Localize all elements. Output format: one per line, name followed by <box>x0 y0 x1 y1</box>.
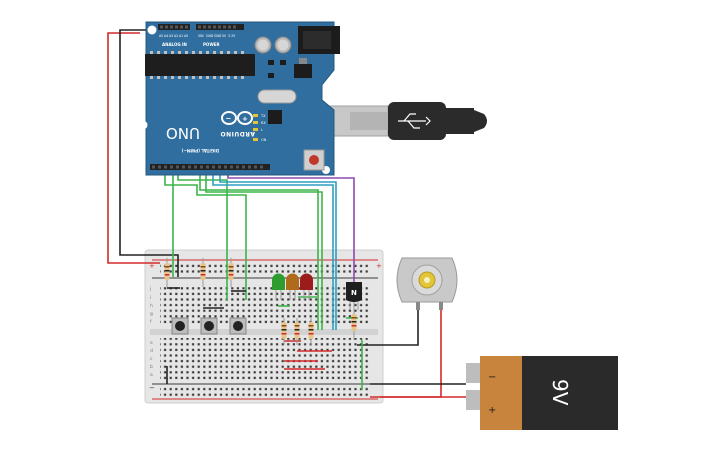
wire-green-5 <box>205 170 323 330</box>
bottom-rail-holes <box>160 386 370 397</box>
plus-label-top: + <box>149 262 155 270</box>
svg-text:+: + <box>242 115 248 123</box>
minus-label-bottom: − <box>149 384 155 392</box>
resistor <box>164 258 170 287</box>
leds <box>272 273 313 300</box>
bottom-terminal-holes <box>160 338 370 380</box>
row-letter-h: h <box>150 303 153 309</box>
row-letter-b: b <box>150 364 153 370</box>
resistor <box>308 318 314 345</box>
reset-button[interactable] <box>303 149 325 171</box>
led-rx-label: RX <box>261 121 266 125</box>
dc-motor <box>396 257 458 310</box>
resistor <box>294 318 300 345</box>
pin-label-a1: A1 <box>179 34 183 38</box>
led-l-label: L <box>261 128 263 132</box>
top-terminal-holes <box>160 284 370 326</box>
pin-label-a2: A2 <box>174 34 178 38</box>
wire-green-3 <box>164 170 247 300</box>
header-analog <box>158 24 190 30</box>
usb-cable <box>319 102 487 140</box>
pin-label-a3: A3 <box>169 34 173 38</box>
battery-body <box>522 356 618 430</box>
led-orange <box>286 273 299 300</box>
digital-pwm-label: DIGITAL (PWM~) <box>181 148 219 153</box>
battery-neg-label: − <box>488 372 496 383</box>
battery-9v: − + 9V <box>466 356 618 430</box>
row-letter-e: e <box>150 341 153 346</box>
transistor: N <box>346 282 362 310</box>
battery-pos-label: + <box>488 405 496 416</box>
atmega-chip <box>145 54 255 76</box>
led-green <box>272 273 285 300</box>
led-red <box>300 273 313 300</box>
resistor <box>351 308 357 340</box>
top-rail-holes <box>160 263 370 275</box>
pin-label-a4: A4 <box>164 34 168 38</box>
pin-label-3v3: 3.3V <box>228 34 236 38</box>
pin-label-5v: 5V <box>222 34 227 38</box>
resistor <box>228 258 234 287</box>
battery-voltage-label: 9V <box>548 379 572 406</box>
power-wires <box>107 29 466 398</box>
header-digital <box>150 164 270 170</box>
pin-label-a5: A5 <box>159 34 163 38</box>
arduino-model: UNO <box>166 124 200 142</box>
pin-label-gnd-2: GND <box>214 34 222 38</box>
battery-terminal-cap <box>480 356 522 430</box>
breadboard-jumpers <box>166 287 358 384</box>
arduino-brand: ARDUINO <box>220 130 255 137</box>
push-button[interactable] <box>171 317 189 335</box>
led-tx-label: TX <box>260 114 266 118</box>
wire-motor-collector <box>357 309 419 346</box>
svg-text:−: − <box>226 115 232 123</box>
row-letter-j: j <box>149 286 151 292</box>
breadboard: + − + j i h g f e d c b a <box>144 249 384 404</box>
wire-teal-1 <box>212 170 334 330</box>
arduino-logo: − + <box>221 111 253 125</box>
pin-label-gnd: GND <box>206 34 214 38</box>
wire-green-4 <box>199 170 319 330</box>
row-letter-g: g <box>150 312 153 317</box>
usb-icon <box>398 113 431 129</box>
crystal <box>257 89 297 104</box>
row-letter-d: d <box>150 348 153 354</box>
push-buttons <box>171 317 247 335</box>
transistor-label: N <box>351 289 357 297</box>
wire-5v-red <box>107 32 160 264</box>
status-leds: TX RX L ON <box>253 114 267 142</box>
resistors <box>164 258 357 345</box>
pin-label-vin: VIN <box>198 34 204 38</box>
pin-label-a0: A0 <box>184 34 188 38</box>
power-label: POWER <box>203 42 220 47</box>
push-button[interactable] <box>200 317 218 335</box>
push-button[interactable] <box>229 317 247 335</box>
row-letter-f: f <box>150 319 152 325</box>
row-letter-i: i <box>150 295 151 301</box>
plus-label-top-right: + <box>376 262 382 270</box>
resistor <box>281 318 287 345</box>
analog-in-label: ANALOG IN <box>162 42 187 47</box>
wire-teal-2 <box>219 170 337 330</box>
row-letter-a: a <box>150 373 153 378</box>
center-channel <box>150 329 378 335</box>
arduino-uno-board: A5 A4 A3 A2 A1 A0 VIN GND GND 5V 3.3V AN… <box>138 21 340 176</box>
wire-gnd-black <box>119 29 179 277</box>
led-on-label: ON <box>261 138 267 142</box>
row-letter-c: c <box>150 357 153 362</box>
resistor <box>200 258 206 287</box>
